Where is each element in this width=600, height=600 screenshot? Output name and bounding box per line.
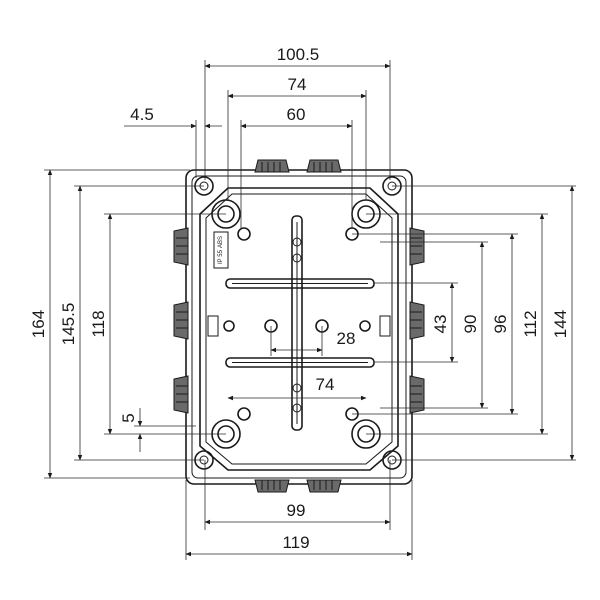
screw-bosses [211, 199, 381, 449]
dim-label-118: 118 [89, 310, 108, 337]
dim-label-112: 112 [521, 310, 540, 337]
gland-top-left [254, 159, 290, 173]
dim-label-5: 5 [119, 413, 138, 422]
gland-bottom-right [306, 479, 342, 493]
dim-label-99: 99 [287, 501, 306, 520]
outer-outline [185, 169, 413, 485]
mount-hole-1 [237, 227, 251, 241]
gland-left-2 [173, 301, 189, 340]
rail-horizontal-bottom [225, 357, 375, 368]
gland-right-1 [409, 227, 425, 266]
gland-right-3 [409, 375, 425, 414]
gland-left-1 [173, 227, 189, 266]
din-rails [225, 215, 375, 431]
dim-label-119: 119 [282, 533, 309, 552]
enclosure-body [185, 169, 413, 485]
extension-lines [44, 60, 576, 560]
inner-rim [191, 175, 407, 479]
side-tabs [207, 315, 391, 337]
dim-label-164: 164 [29, 310, 48, 338]
dim-label-28: 28 [337, 329, 356, 348]
mount-hole-5 [223, 320, 235, 332]
dim-label-96: 96 [491, 315, 510, 334]
inner-octagon [199, 187, 399, 471]
mount-hole-3 [237, 407, 251, 421]
dim-label-145-5: 145.5 [59, 303, 78, 346]
label-line-2: ABS [218, 236, 224, 248]
dim-label-90: 90 [461, 315, 480, 334]
dim-label-top-74: 74 [288, 75, 307, 94]
mount-hole-8 [359, 320, 371, 332]
dimension-lines [47, 63, 575, 557]
gland-left-3 [173, 375, 189, 414]
dim-label-4-5: 4.5 [130, 105, 154, 124]
gland-top-right [306, 159, 342, 173]
inner-octagon-2 [205, 193, 393, 465]
dim-label-center-74: 74 [316, 375, 335, 394]
rail-vertical [291, 215, 303, 431]
rail-horizontal-top [225, 278, 375, 289]
rating-label-plate: IP 55 ABS [213, 231, 229, 269]
dim-label-100-5: 100.5 [277, 45, 320, 64]
gland-right-2 [409, 301, 425, 340]
cable-glands [173, 159, 425, 493]
dim-label-60: 60 [287, 105, 306, 124]
gland-bottom-left [254, 479, 290, 493]
dim-label-43: 43 [431, 315, 450, 334]
dim-label-144: 144 [551, 310, 570, 338]
label-line-1: IP 55 [218, 249, 224, 264]
dimension-labels: 100.5 74 60 4.5 164 145.5 118 5 43 90 96… [29, 45, 570, 552]
